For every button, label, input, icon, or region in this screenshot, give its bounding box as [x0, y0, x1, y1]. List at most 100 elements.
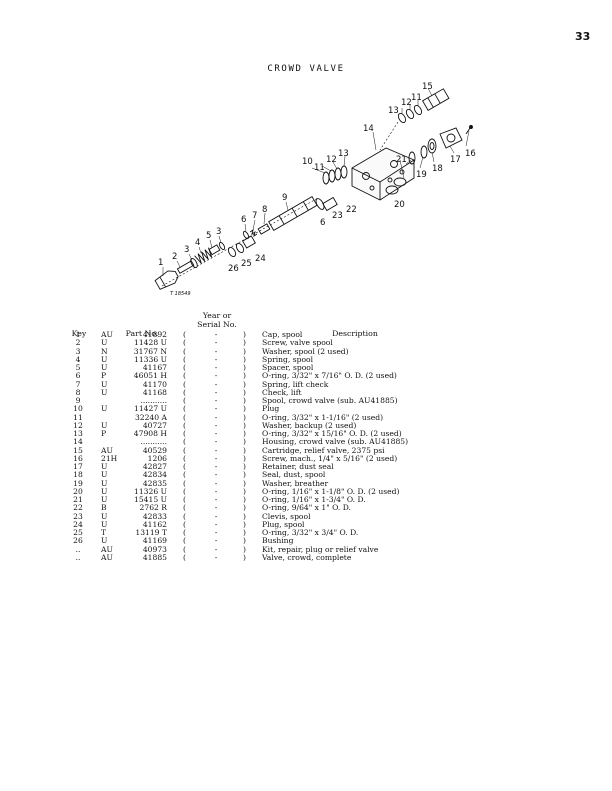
cell-year: -: [214, 354, 218, 364]
cell-part-number: 40529: [142, 445, 167, 455]
cell-key: 7: [75, 379, 81, 389]
paren-open: (: [183, 453, 186, 463]
cell-key: 20: [73, 486, 83, 496]
part-screw-16: [465, 125, 473, 135]
cell-description: O-ring, 9/64" x 1" O. D.: [262, 503, 351, 513]
cell-description: O-ring, 3/32" x 7/16" O. D. (2 used): [262, 371, 397, 381]
cell-description: O-ring, 1/16" x 1-3/4" O. D.: [262, 495, 366, 504]
paren-close: ): [243, 495, 246, 504]
cell-part-number: 13119 T: [135, 528, 167, 537]
cell-prefix: U: [101, 338, 108, 348]
cell-part-number: 11326 U: [134, 486, 167, 496]
part-spacer: [208, 244, 221, 256]
callout-1: 1: [158, 258, 163, 268]
cell-year: -: [214, 346, 218, 356]
exploded-parts-diagram: 1 2 3 4 5 3 6 7 8 9 26 25 24 6 23 22 10 …: [154, 82, 476, 290]
part-oring-20a: [385, 185, 399, 195]
paren-close: ): [243, 453, 246, 463]
part-bushing: [227, 246, 237, 258]
cell-key: 24: [73, 519, 83, 529]
cell-key: 1: [75, 330, 81, 339]
part-screw: [176, 260, 195, 274]
paren-open: (: [183, 330, 186, 339]
part-washer-12: [334, 167, 342, 181]
cell-part-number: 11336 U: [134, 354, 167, 364]
table-row: 9...........-Spool, crowd valve (sub. AU…: [0, 396, 612, 405]
callout-12: 12: [326, 155, 337, 165]
cell-description: Screw, mach., 1/4" x 5/16" (2 used): [262, 453, 398, 463]
cell-prefix: 21H: [101, 453, 118, 463]
callout-3: 3: [184, 245, 189, 255]
cell-key: 14: [73, 437, 83, 447]
paren-open: (: [183, 379, 186, 389]
cell-prefix: U: [101, 404, 108, 414]
cell-prefix: U: [101, 363, 108, 372]
callout-9: 9: [282, 193, 287, 203]
part-oring-11: [328, 169, 336, 183]
cell-part-number: 31767 N: [133, 346, 167, 356]
part-housing: [351, 147, 415, 201]
cell-prefix: AU: [101, 552, 113, 562]
cell-year: -: [214, 396, 218, 405]
cell-part-number: 42827: [142, 462, 167, 471]
callout-13b: 13: [388, 106, 399, 116]
cell-prefix: N: [101, 346, 108, 356]
cell-description: O-ring, 3/32" x 3/4" O. D.: [262, 528, 359, 537]
paren-open: (: [183, 346, 186, 356]
cell-key: 6: [75, 371, 81, 381]
cell-key: 5: [75, 363, 81, 372]
part-spring: [194, 247, 213, 264]
cell-prefix: AU: [101, 330, 113, 339]
cell-prefix: U: [101, 379, 108, 389]
cell-part-number: 1206: [147, 453, 167, 463]
cell-year: -: [214, 445, 218, 455]
paren-open: (: [183, 519, 186, 529]
part-seal-18: [427, 138, 437, 154]
paren-open: (: [183, 371, 186, 381]
paren-close: ): [243, 330, 246, 339]
paren-close: ): [243, 544, 246, 554]
cell-description: O-ring, 3/32" x 15/16" O. D. (2 used): [262, 429, 402, 438]
header-year-serial: Year or Serial No.: [197, 311, 237, 329]
cell-key: 19: [73, 478, 83, 488]
cell-description: Washer, backup (2 used): [262, 420, 357, 430]
paren-open: (: [183, 486, 186, 496]
cell-year: -: [214, 462, 218, 471]
cell-part-number: 32240 A: [134, 412, 167, 422]
callout-6: 6: [241, 215, 246, 225]
cell-key: 22: [73, 503, 83, 513]
callout-5: 5: [206, 231, 211, 241]
cell-key: 11: [73, 412, 83, 422]
paren-open: (: [183, 437, 186, 447]
cell-prefix: U: [101, 354, 108, 364]
cartridge-guide: [379, 121, 399, 151]
callout-25: 25: [241, 259, 252, 269]
paren-open: (: [183, 363, 186, 372]
cell-part-number: 42835: [142, 478, 167, 488]
cell-part-number: 2762 R: [139, 503, 167, 513]
paren-open: (: [183, 544, 186, 554]
paren-open: (: [183, 445, 186, 455]
table-row: 14...........-Housing, crowd valve (sub.…: [0, 437, 612, 447]
cell-year: -: [214, 338, 218, 348]
cell-key: 9: [75, 396, 81, 405]
part-oring-21: [408, 151, 416, 165]
assembly-centerline: [161, 197, 319, 287]
callout-7: 7: [252, 211, 257, 221]
cell-description: Clevis, spool: [262, 511, 311, 521]
part-washer-19: [420, 145, 428, 159]
cell-description: Housing, crowd valve (sub. AU41885): [262, 437, 409, 447]
cell-description: O-ring, 3/32" x 1-1/16" (2 used): [262, 412, 384, 422]
